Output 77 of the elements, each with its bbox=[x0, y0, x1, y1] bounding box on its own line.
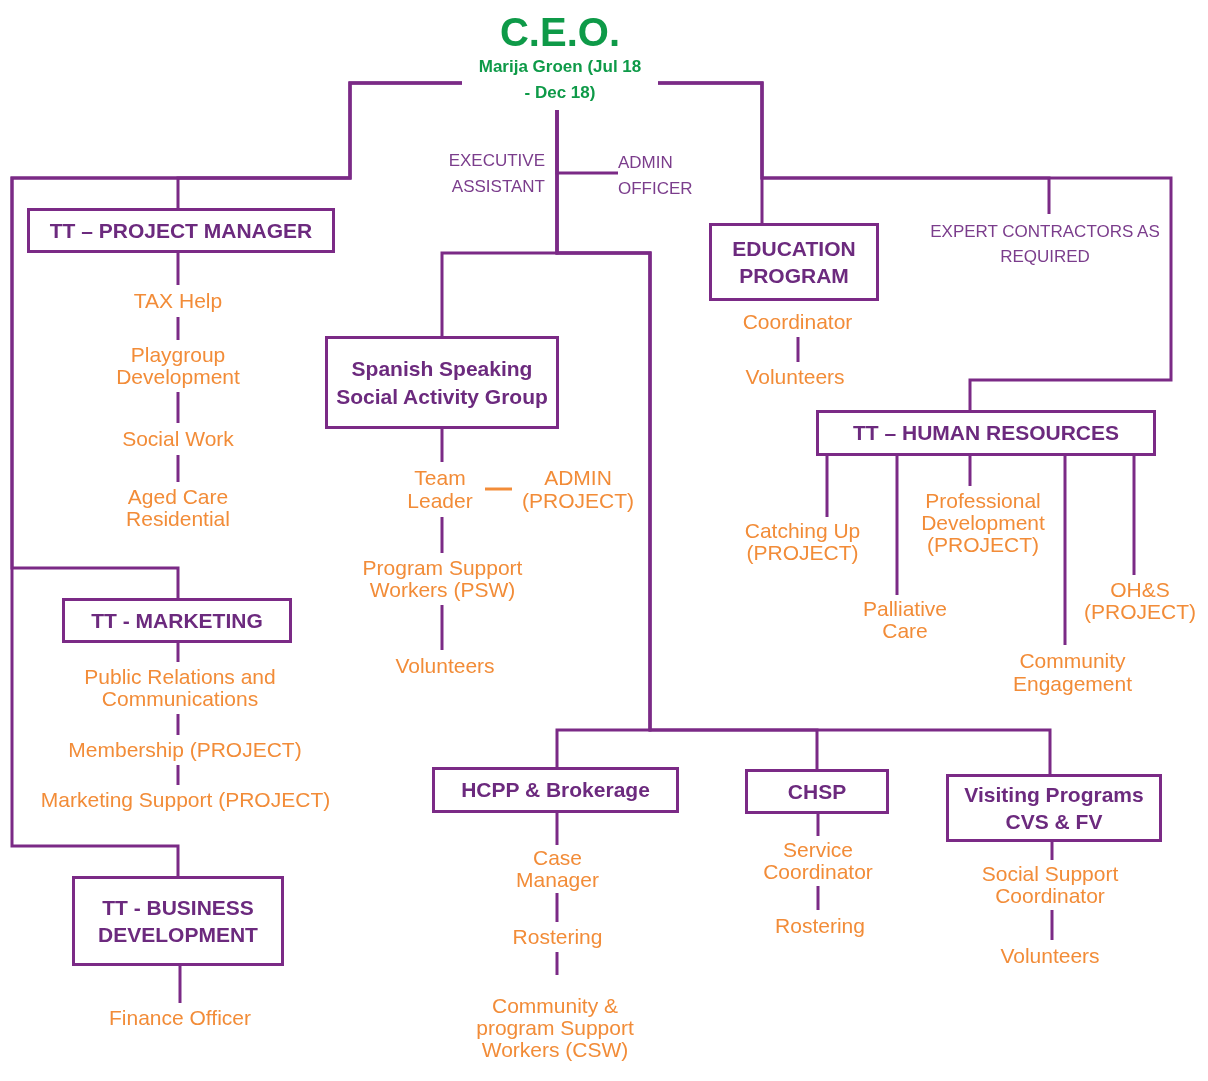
position-label: ADMIN (PROJECT) bbox=[521, 467, 635, 512]
position-label: Finance Officer bbox=[109, 1006, 251, 1029]
position-label: Coordinator bbox=[742, 310, 853, 333]
connector-line bbox=[968, 456, 972, 486]
role-title: TT - BUSINESS DEVELOPMENT bbox=[97, 894, 259, 948]
position-label: Team Leader bbox=[406, 467, 474, 512]
connector-line bbox=[816, 814, 820, 836]
position-label: Social Support Coordinator bbox=[980, 862, 1120, 908]
connector-line bbox=[440, 605, 444, 650]
position-label: Community & program Support Workers (CSW) bbox=[475, 994, 635, 1062]
role-title: Spanish Speaking Social Activity Group bbox=[335, 356, 549, 410]
role-title: EDUCATION PROGRAM bbox=[731, 235, 857, 289]
position-label: Palliative Care bbox=[861, 597, 948, 643]
role-title: TT – HUMAN RESOURCES bbox=[853, 420, 1119, 447]
connector-line bbox=[440, 429, 444, 462]
staff-label: EXPERT CONTRACTORS AS REQUIRED bbox=[929, 220, 1161, 268]
connector-line bbox=[176, 714, 180, 735]
connector-line bbox=[176, 455, 180, 482]
role-box bbox=[709, 223, 879, 301]
position-label: Catching Up (PROJECT) bbox=[743, 519, 862, 565]
connector-line bbox=[1050, 910, 1054, 940]
role-title: HCPP & Brokerage bbox=[461, 777, 650, 804]
role-box bbox=[946, 774, 1162, 842]
role-title: CHSP bbox=[787, 778, 847, 805]
role-box bbox=[72, 876, 284, 966]
position-label: Community Engagement bbox=[1011, 650, 1134, 695]
role-title: TT - MARKETING bbox=[91, 607, 263, 634]
connector-line bbox=[176, 765, 180, 785]
position-label: Case Manager bbox=[515, 846, 600, 892]
connector-line bbox=[440, 517, 444, 553]
role-title: TT – PROJECT MANAGER bbox=[49, 217, 313, 244]
position-label: Program Support Workers (PSW) bbox=[361, 556, 524, 602]
staff-label: EXECUTIVE ASSISTANT bbox=[447, 150, 545, 198]
role-box bbox=[745, 769, 889, 814]
position-label: OH&S (PROJECT) bbox=[1083, 578, 1197, 624]
role-box bbox=[816, 410, 1156, 456]
position-label: Rostering bbox=[775, 914, 865, 937]
ceo-name: Marija Groen (Jul 18 - Dec 18) bbox=[477, 56, 643, 104]
connector-line bbox=[796, 337, 800, 362]
role-box bbox=[432, 767, 679, 813]
connector-line bbox=[895, 456, 899, 595]
connector-line bbox=[555, 813, 559, 845]
connector-line bbox=[816, 886, 820, 910]
connector-line bbox=[1132, 456, 1136, 575]
connector-line bbox=[176, 392, 180, 423]
position-label: Volunteers bbox=[1000, 944, 1100, 967]
connector-line bbox=[176, 643, 180, 662]
position-label: Volunteers bbox=[745, 365, 845, 388]
connector-line bbox=[485, 487, 512, 491]
position-label: Marketing Support (PROJECT) bbox=[40, 788, 331, 811]
connector-line bbox=[825, 456, 829, 517]
position-label: Public Relations and Communications bbox=[83, 665, 277, 711]
connector-line bbox=[10, 81, 462, 876]
position-label: Volunteers bbox=[395, 654, 495, 677]
position-label: Service Coordinator bbox=[762, 838, 874, 884]
staff-label: ADMIN OFFICER bbox=[618, 152, 694, 200]
connector-line bbox=[555, 110, 1052, 774]
role-box bbox=[27, 208, 335, 253]
position-label: Professional Development (PROJECT) bbox=[920, 489, 1046, 557]
position-label: Playgroup Development bbox=[115, 343, 241, 389]
connector-line bbox=[176, 317, 180, 340]
role-title: Visiting Programs CVS & FV bbox=[963, 781, 1145, 835]
connector-line bbox=[1050, 842, 1054, 860]
connector-line bbox=[176, 253, 180, 285]
ceo-title: C.E.O. bbox=[500, 10, 620, 54]
connector-line bbox=[178, 966, 182, 1003]
position-label: Membership (PROJECT) bbox=[68, 738, 302, 761]
position-label: TAX Help bbox=[133, 289, 223, 312]
connector-line bbox=[555, 893, 559, 922]
connector-line bbox=[1063, 456, 1067, 645]
position-label: Rostering bbox=[512, 925, 603, 948]
role-box bbox=[62, 598, 292, 643]
position-label: Social Work bbox=[122, 427, 234, 450]
connector-line bbox=[555, 952, 559, 975]
position-label: Aged Care Residential bbox=[125, 485, 231, 531]
connector-line bbox=[658, 81, 1173, 410]
role-box bbox=[325, 336, 559, 429]
